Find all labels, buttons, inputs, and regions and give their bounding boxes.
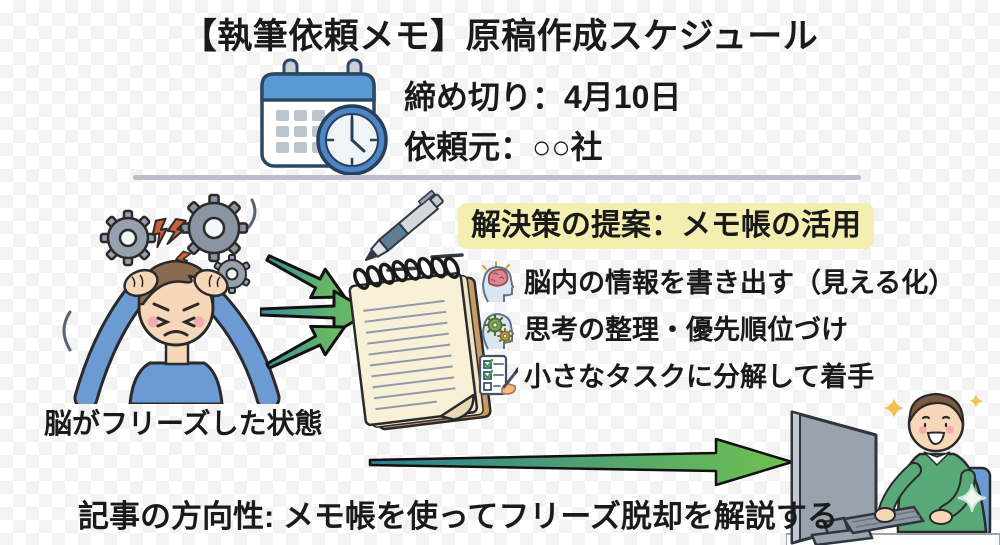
checklist-icon	[478, 354, 518, 395]
deadline-text: 締め切り：4月10日	[404, 79, 682, 115]
gears-in-head-icon	[482, 312, 514, 349]
client-text: 依頼元：○○社	[404, 129, 603, 165]
stressed-person-illustration	[62, 193, 281, 404]
bullet-text: 小さなタスクに分解して着手	[524, 362, 875, 392]
monitor	[790, 410, 878, 545]
solution-bullet: 小さなタスクに分解して着手	[476, 351, 955, 398]
sparkle-icon	[884, 394, 987, 513]
spiral-notepad-icon	[348, 256, 492, 431]
frozen-brain-caption: 脳がフリーズした状態	[44, 408, 323, 439]
page-title: 【執筆依頼メモ】原稿作成スケジュール	[181, 17, 819, 56]
pen-icon	[365, 189, 464, 272]
solution-heading: 解決策の提案：メモ帳の活用	[458, 203, 874, 249]
bullet-text: 脳内の情報を書き出す（見える化）	[524, 268, 956, 298]
solution-bullets: 脳内の情報を書き出す（見える化）	[476, 257, 955, 398]
person-at-computer-illustration	[786, 392, 1000, 545]
three-green-arrows-icon	[260, 254, 372, 370]
calendar-clock-icon	[260, 58, 388, 176]
solution-bullet: 脳内の情報を書き出す（見える化）	[476, 257, 955, 304]
bullet-text: 思考の整理・優先順位づけ	[524, 315, 848, 345]
brain-in-head-icon	[482, 260, 514, 302]
solution-bullet: 思考の整理・優先順位づけ	[476, 304, 955, 351]
article-direction-text: 記事の方向性: メモ帳を使ってフリーズ脱却を解説する	[78, 499, 838, 534]
divider	[133, 175, 861, 180]
desk	[786, 533, 1000, 545]
long-green-arrow-icon	[368, 437, 794, 487]
